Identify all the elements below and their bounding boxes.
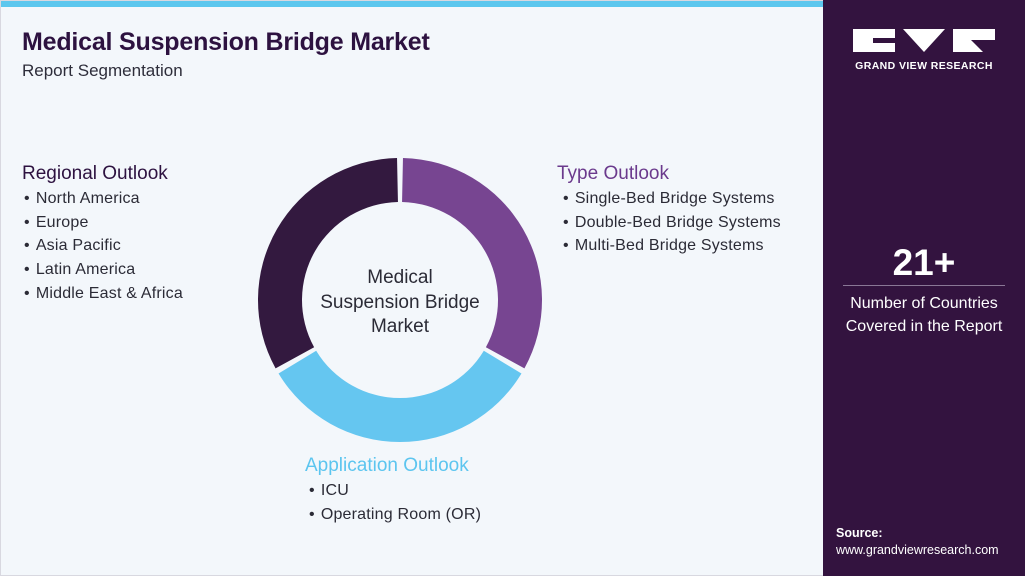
gvr-logo-icon bbox=[853, 29, 995, 52]
application-outlook-list: ICU Operating Room (OR) bbox=[309, 479, 481, 526]
list-item: Europe bbox=[24, 211, 183, 235]
countries-label-line1: Number of Countries bbox=[850, 295, 998, 312]
application-outlook-heading: Application Outlook bbox=[305, 455, 469, 476]
donut-segment-type bbox=[402, 158, 542, 369]
list-item: Single-Bed Bridge Systems bbox=[563, 187, 781, 211]
source-url: www.grandviewresearch.com bbox=[836, 543, 999, 557]
regional-outlook-heading: Regional Outlook bbox=[22, 163, 168, 184]
countries-count: 21+ bbox=[892, 242, 956, 283]
list-item: Operating Room (OR) bbox=[309, 503, 481, 527]
accent-line bbox=[1, 1, 823, 7]
list-item: North America bbox=[24, 187, 183, 211]
regional-outlook-list: North America Europe Asia Pacific Latin … bbox=[24, 187, 183, 305]
source-label: Source: bbox=[836, 526, 883, 540]
type-outlook-heading: Type Outlook bbox=[557, 163, 669, 184]
donut-segment-regional bbox=[258, 158, 398, 369]
donut-center-label: Medical Suspension Bridge Market bbox=[320, 267, 480, 337]
page-title: Medical Suspension Bridge Market bbox=[22, 28, 430, 56]
list-item: ICU bbox=[309, 479, 481, 503]
page-subtitle: Report Segmentation bbox=[22, 61, 183, 80]
countries-label-line2: Covered in the Report bbox=[845, 318, 1003, 335]
list-item: Multi-Bed Bridge Systems bbox=[563, 234, 781, 258]
list-item: Double-Bed Bridge Systems bbox=[563, 211, 781, 235]
donut-segment-application bbox=[278, 350, 522, 442]
segmentation-donut bbox=[258, 158, 542, 442]
sidebar bbox=[823, 0, 1025, 576]
stat-divider bbox=[843, 285, 1005, 286]
list-item: Asia Pacific bbox=[24, 234, 183, 258]
brand-name: GRAND VIEW RESEARCH bbox=[855, 60, 993, 72]
countries-label: Number of Countries Covered in the Repor… bbox=[823, 292, 1025, 338]
list-item: Latin America bbox=[24, 258, 183, 282]
type-outlook-list: Single-Bed Bridge Systems Double-Bed Bri… bbox=[563, 187, 781, 258]
list-item: Middle East & Africa bbox=[24, 282, 183, 306]
